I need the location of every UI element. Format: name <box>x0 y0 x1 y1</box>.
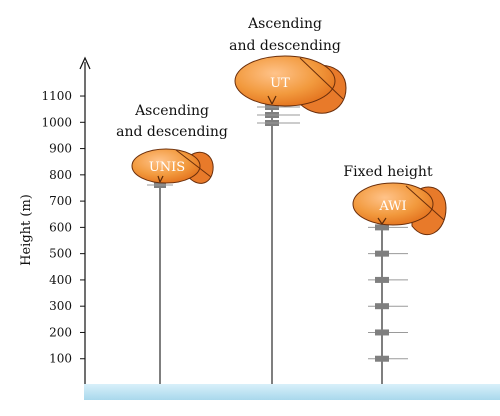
unis-balloon-rigging <box>157 175 164 183</box>
axis-tick-label: 200 <box>49 325 72 339</box>
ut-balloon-rigging <box>267 95 277 105</box>
axis-tick-label: 500 <box>49 247 72 261</box>
axis-ticks: 100 200 300 400 500 600 700 800 900 1000 1100 <box>41 89 85 366</box>
awi-balloon-label: AWI <box>378 199 406 214</box>
balloon-awi-group: AWI Fixed height <box>343 164 447 384</box>
awi-balloon-seam <box>405 185 445 221</box>
awi-sensor <box>375 250 389 257</box>
awi-sensor <box>375 224 389 231</box>
unis-balloon-body <box>131 148 201 184</box>
axis-tick-label: 900 <box>49 142 72 156</box>
unis-balloon-seam <box>175 149 212 178</box>
axis-tick-label: 400 <box>49 273 72 287</box>
awi-sensor-stack <box>368 224 408 362</box>
ut-sensor-stack <box>257 104 300 126</box>
axis-tick-label: 800 <box>49 168 72 182</box>
balloon-ut-group: UT Ascending and descending <box>229 16 347 384</box>
unis-balloon-label: UNIS <box>149 160 185 175</box>
awi-caption: Fixed height <box>343 164 433 180</box>
axis-tick-label: 700 <box>49 194 72 208</box>
ut-caption-line1: Ascending <box>247 16 322 32</box>
axis-tick-label: 100 <box>49 352 72 366</box>
axis-tick-label: 600 <box>49 220 72 234</box>
unis-caption-line1: Ascending <box>134 103 209 119</box>
awi-sensor <box>375 329 389 336</box>
axis-tick-label: 1100 <box>41 89 72 103</box>
awi-balloon-body <box>352 182 434 226</box>
axis-tick-label: 300 <box>49 299 72 313</box>
awi-sensor <box>375 276 389 283</box>
ut-balloon-label: UT <box>270 76 290 91</box>
balloon-unis-group: UNIS Ascending and descending <box>116 103 228 384</box>
axis-arrowhead <box>79 56 91 70</box>
ut-caption-line2: and descending <box>229 38 341 54</box>
awi-sensor <box>375 303 389 310</box>
unis-caption-line2: and descending <box>116 124 228 140</box>
awi-sensor <box>375 355 389 362</box>
axis-title: Height (m) <box>19 194 34 266</box>
ut-balloon-seam <box>299 57 344 100</box>
ground-strip <box>84 384 500 400</box>
ut-balloon-body <box>234 55 336 107</box>
awi-balloon-rigging <box>377 217 387 225</box>
height-axis: 100 200 300 400 500 600 700 800 900 1000 1100 <box>41 56 91 384</box>
axis-tick-label: 1000 <box>41 115 72 129</box>
